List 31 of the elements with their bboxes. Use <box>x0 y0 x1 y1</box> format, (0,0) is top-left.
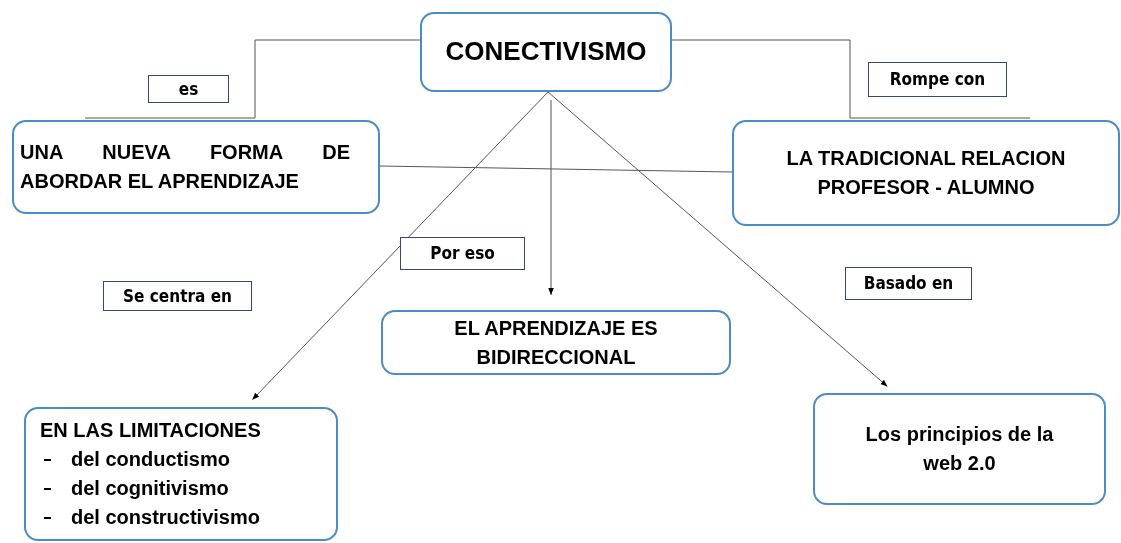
arrow <box>251 91 549 401</box>
concept-text: CONECTIVISMO <box>444 35 648 69</box>
concept-box <box>732 120 1120 226</box>
connector-line <box>671 39 1031 119</box>
linking-word-box <box>845 267 972 300</box>
list-item: del cognitivismo <box>71 476 229 501</box>
linking-word: Por eso <box>429 242 496 266</box>
connector-line <box>379 165 733 173</box>
concept-box <box>381 310 731 375</box>
list-item: del constructivismo <box>71 505 260 530</box>
linking-word: Rompe con <box>888 68 987 92</box>
concept-box <box>813 393 1106 505</box>
connector-line <box>84 39 421 119</box>
concept-text: UNA NUEVA FORMA DE ABORDAR EL APRENDIZAJE <box>20 140 350 194</box>
concept-text: Los principios de la web 2.0 <box>865 422 1054 476</box>
arrow <box>547 91 888 387</box>
linking-word: Se centra en <box>122 284 233 308</box>
arrow <box>548 99 554 296</box>
list-item: del conductismo <box>71 447 230 472</box>
concept-box <box>420 12 672 92</box>
linking-word: es <box>177 77 200 101</box>
concept-box <box>24 407 338 541</box>
concept-box <box>12 120 380 214</box>
linking-word-box <box>148 75 229 103</box>
linking-word-box <box>868 62 1007 97</box>
linking-word: Basado en <box>862 272 955 296</box>
linking-word-box <box>400 237 525 270</box>
list-heading: EN LAS LIMITACIONES <box>40 418 262 443</box>
linking-word-box <box>103 281 252 311</box>
concept-text: LA TRADICIONAL RELACION PROFESOR - ALUMNO <box>785 146 1067 200</box>
concept-text: EL APRENDIZAJE ES BIDIRECCIONAL <box>453 315 659 370</box>
